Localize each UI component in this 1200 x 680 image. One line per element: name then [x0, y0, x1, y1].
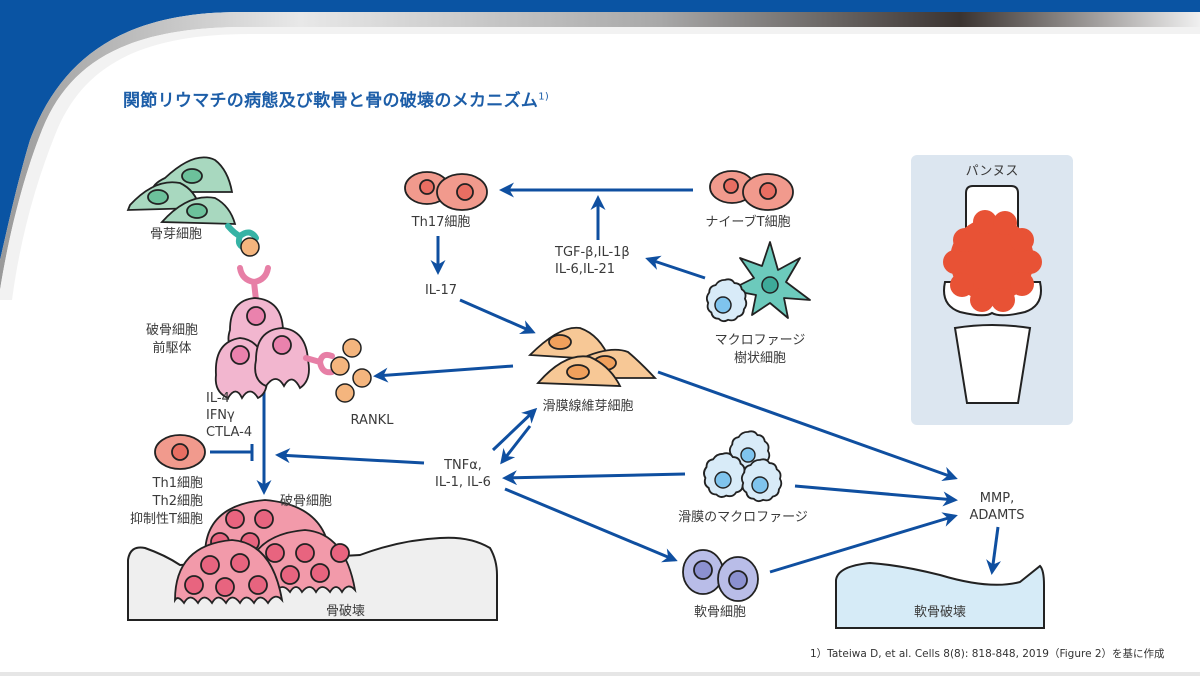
label-il6-il21: IL-6,IL-21 — [555, 262, 616, 277]
label-chondrocyte: 軟骨細胞 — [693, 605, 747, 620]
label-macrophage: マクロファージ — [714, 333, 806, 348]
label-rankl: RANKL — [350, 413, 394, 428]
label-th1: Th1細胞 — [152, 476, 203, 491]
arrow-mmp-to-cartilage — [986, 526, 1002, 575]
arrow-dendritic-to-cytokines — [645, 255, 706, 280]
label-osteoblast: 骨芽細胞 — [149, 227, 203, 242]
rankl-molecule — [240, 237, 260, 257]
synovial-macrophage-cells — [703, 430, 783, 503]
label-il17: IL-17 — [424, 283, 458, 298]
label-precursor-line2: 前駆体 — [152, 341, 192, 356]
th17-cells — [404, 171, 488, 211]
label-mmp: MMP, — [979, 491, 1015, 506]
label-adamts: ADAMTS — [969, 508, 1025, 523]
label-il1-il6: IL-1, IL-6 — [435, 475, 491, 490]
label-fibroblast: 滑膜線維芽細胞 — [542, 399, 634, 414]
osteoclast-cells — [174, 499, 357, 605]
title-text: 関節リウマチの病態及び軟骨と骨の破壊のメカニズム — [123, 91, 539, 111]
arrow-tnf-to-osteoclast — [275, 448, 425, 465]
label-ctla4: CTLA-4 — [206, 425, 253, 440]
arrow-tnf-to-chondrocyte — [504, 487, 678, 563]
arrow-il17-to-fibroblast — [459, 298, 536, 335]
arrow-tnf-to-fibroblast — [491, 407, 538, 452]
osteoblast-cells — [126, 156, 237, 225]
pannus-mass — [943, 210, 1042, 312]
osteoclast-precursor-cells — [214, 297, 310, 400]
label-naive-t: ナイーブT細胞 — [705, 215, 791, 230]
cartilage-surface — [835, 561, 1045, 629]
rankl-receptor — [303, 351, 335, 376]
arrows — [210, 182, 1002, 575]
precursor-receptor — [237, 265, 271, 303]
label-treg: 抑制性T細胞 — [130, 512, 203, 527]
pannus-panel — [911, 155, 1073, 425]
label-tnf: TNFα, — [444, 458, 482, 473]
arrow-fibroblast-to-tnf — [500, 425, 532, 465]
arrow-chondrocyte-to-mmp — [769, 512, 958, 574]
dendritic-cell — [729, 241, 811, 319]
th1-cell — [154, 434, 206, 470]
macrophage-cell — [705, 278, 748, 323]
label-th17: Th17細胞 — [411, 215, 471, 230]
arrow-fibroblast-to-rankl — [373, 364, 514, 383]
bottom-divider — [0, 672, 1200, 676]
rankl-cluster — [330, 338, 372, 403]
label-th2: Th2細胞 — [152, 494, 203, 509]
arrow-macrophage-to-tnf — [502, 470, 686, 486]
title-reference: 1) — [538, 91, 550, 103]
label-tgf-il1: TGF-β,IL-1β — [555, 245, 630, 260]
label-pannus: パンヌス — [965, 164, 1019, 179]
arrow-fibroblast-to-mmp — [657, 370, 958, 482]
header-band — [0, 0, 1200, 300]
label-bone-destruction: 骨破壊 — [326, 604, 366, 619]
naive-t-cells — [709, 170, 794, 211]
label-cartilage-destruction: 軟骨破壊 — [913, 605, 967, 620]
label-dendritic: 樹状細胞 — [733, 351, 787, 366]
label-il4: IL-4 — [206, 391, 230, 406]
chondrocyte-cells — [682, 549, 759, 602]
label-synovial-macrophage: 滑膜のマクロファージ — [678, 510, 808, 525]
label-ifng: IFNγ — [206, 408, 235, 423]
footnote-citation: 1）Tateiwa D, et al. Cells 8(8): 818-848,… — [810, 648, 1165, 660]
arrow-macrophage-to-mmp — [794, 484, 958, 507]
label-osteoclast: 破骨細胞 — [280, 494, 333, 509]
slide-title: 関節リウマチの病態及び軟骨と骨の破壊のメカニズム1) — [123, 86, 549, 111]
synovial-fibroblast-cells — [527, 326, 658, 387]
label-precursor-line1: 破骨細胞 — [145, 323, 199, 338]
